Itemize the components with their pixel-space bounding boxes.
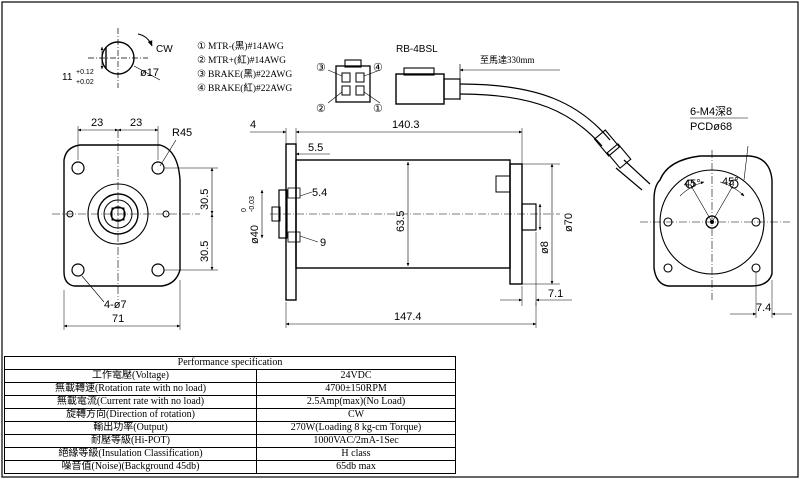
spec-param: 耐壓等級(Hi-POT) [4,434,257,448]
side-dim-54: 5.4 [312,187,327,199]
front-holes: 4-ø7 [104,299,127,311]
shaft-flat-tol-minus: +0.02 [76,79,94,86]
spec-param: 旋轉方向(Direction of rotation) [4,408,257,422]
pin-3-label: ③ [316,62,326,74]
performance-spec-table: Performance specification 工作電壓(Voltage) … [4,356,456,474]
front-width: 71 [112,313,124,325]
spec-param: 無載轉速(Rotation rate with no load) [4,382,257,396]
spec-value: 65db max [256,460,456,474]
cable-length-note: 至馬達330mm [480,54,535,65]
wire-3-label: BRAKE(黑)#22AWG [208,69,292,80]
side-body-dia: 63.5 [395,211,407,232]
spec-value: 2.5Amp(max)(No Load) [256,395,456,409]
shaft-flat-dim: 11 [62,72,73,83]
pin-1-label: ① [373,103,383,115]
side-dim-9: 9 [320,237,326,249]
side-total-len: 147.4 [394,311,422,323]
connector-cable: RB-4BSL 至馬達330mm [395,44,651,191]
rotation-arrow-icon [137,33,153,47]
connector-model: RB-4BSL [396,44,438,55]
spec-value: H class [256,447,456,461]
table-row: 輸出功率(Output) 270W(Loading 8 kg-cm Torque… [4,421,456,435]
side-pilot-dia: ø40 [249,225,261,244]
front-dim-h2: 30.5 [199,241,211,262]
wire-2-label: MTR+(紅)#14AWG [208,55,286,66]
spec-value: CW [256,408,456,422]
rear-angle-2: 45° [722,176,739,188]
wire-1-num: ① [197,41,206,52]
side-pilot-tol-bot: -0.03 [249,196,256,212]
connector-pinout: ③ ④ ② ① [316,59,383,115]
front-flange-view: 23 23 R45 30.5 30.5 4-ø7 71 [52,117,218,330]
table-row: 耐壓等級(Hi-POT) 1000VAC/2mA-1Sec [4,434,456,448]
table-row: 無載電流(Current rate with no load) 2.5Amp(m… [4,395,456,409]
table-row: 噪音值(Noise)(Background 45db) 65db max [4,460,456,474]
wire-1-label: MTR-(黑)#14AWG [208,41,284,52]
front-dim-h1: 30.5 [199,189,211,210]
spec-value: 4700±150RPM [256,382,456,396]
shaft-flat-tol-plus: +0.12 [76,69,94,76]
rotation-label: CW [156,44,173,55]
rear-pcd: PCDø68 [690,121,732,133]
spec-param: 輸出功率(Output) [4,421,257,435]
table-row: 無載轉速(Rotation rate with no load) 4700±15… [4,382,456,396]
side-rear-dia: ø70 [563,213,575,232]
pin-2-label: ② [316,103,326,115]
wire-4-label: BRAKE(紅)#22AWG [208,83,292,94]
side-shaft-dia: ø8 [539,241,551,254]
rear-view: 45° 45° 6-M4深8 PCDø68 7.4 [640,105,792,318]
spec-value: 24VDC [256,369,456,383]
side-shaft-len: 7.1 [548,288,563,300]
table-row: 工作電壓(Voltage) 24VDC [4,369,456,383]
spec-value: 270W(Loading 8 kg-cm Torque) [256,421,456,435]
side-pilot-depth: 5.5 [308,142,323,154]
table-row: 絕緣等級(Insulation Classification) H class [4,447,456,461]
spec-param: 工作電壓(Voltage) [4,369,257,383]
side-flange-thk: 4 [250,119,256,131]
spec-param: 無載電流(Current rate with no load) [4,395,257,409]
wire-3-num: ③ [197,69,206,80]
front-dim-w1: 23 [91,117,103,129]
side-pilot-tol-top: 0 [241,208,248,212]
side-length: 140.3 [392,119,420,131]
shaft-diameter: ø17 [140,67,159,79]
rear-holes: 6-M4深8 [690,105,732,118]
spec-value: 1000VAC/2mA-1Sec [256,434,456,448]
pin-4-label: ④ [373,62,383,74]
wire-legend: ① MTR-(黑)#14AWG ② MTR+(紅)#14AWG ③ BRAKE(… [197,41,292,94]
spec-param: 噪音值(Noise)(Background 45db) [4,460,257,474]
front-dim-w2: 23 [130,117,142,129]
rear-angle-1: 45° [684,178,701,190]
shaft-end-view: CW ø17 11 +0.12 +0.02 [62,28,173,88]
spec-param: 絕緣等級(Insulation Classification) [4,447,257,461]
spec-title-row: Performance specification [4,356,456,370]
spec-title: Performance specification [4,356,456,370]
table-row: 旋轉方向(Direction of rotation) CW [4,408,456,422]
rear-dim-74: 7.4 [756,302,771,314]
side-view: 4 140.3 5.5 5.4 9 ø40 0 -0.03 63.5 ø8 ø7… [241,119,575,328]
wire-4-num: ④ [197,83,206,94]
wire-2-num: ② [197,55,206,66]
front-radius: R45 [172,127,192,139]
